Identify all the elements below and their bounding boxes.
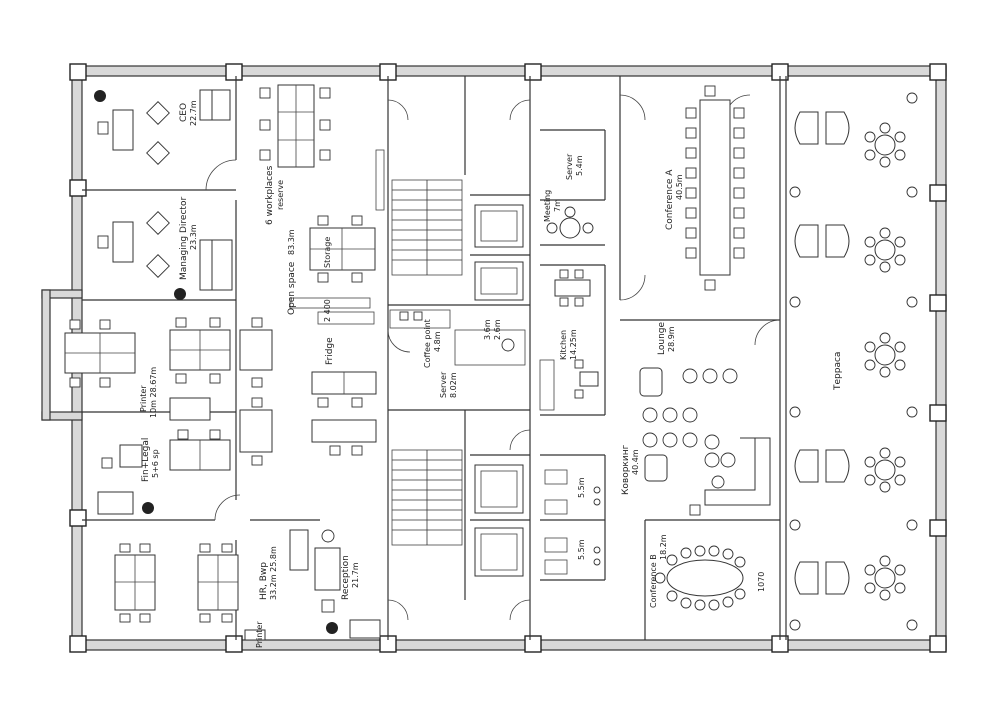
kitchen-furniture: [539, 269, 599, 411]
label-md-area: 23.3m: [189, 224, 198, 250]
printer-cluster: [64, 317, 273, 466]
label-lounge: Lounge: [657, 322, 667, 355]
label-coffee-point-area: 4.8m: [433, 331, 442, 352]
label-server-top-area: 5.4m: [575, 155, 584, 176]
storage-cluster: [289, 149, 385, 309]
meeting-furniture: [546, 206, 594, 239]
workplaces-cluster: [259, 84, 331, 168]
label-meeting: Meeting: [543, 190, 552, 222]
label-ceo-name: CEO: [179, 103, 189, 122]
label-kitchen: Kitchen: [559, 330, 568, 360]
hr-furniture: [114, 543, 266, 641]
label-terrace: Терраса: [833, 352, 843, 391]
label-conference-b: Conference B: [649, 554, 658, 608]
room-labels: CEO 22.7m Managing Director 23.3m 6 work…: [139, 100, 843, 648]
lounge-furniture: [639, 367, 771, 516]
interior-walls: [82, 76, 787, 640]
coffee-point: [389, 309, 526, 366]
elevators: [474, 204, 524, 577]
label-md-name: Managing Director: [179, 197, 189, 280]
ceo-furniture: [94, 89, 231, 165]
label-hr: HR, Bwp: [259, 562, 269, 600]
md-furniture: [97, 211, 233, 300]
label-legal: Fin+Legal: [141, 438, 151, 482]
label-printer-top-area: 10m 28.67m: [149, 367, 158, 418]
label-kitchen-area: 14.25m: [569, 329, 578, 360]
doors: [205, 94, 781, 621]
fridge-cluster: [311, 311, 377, 456]
reception-furniture: [289, 529, 381, 639]
terrace-furniture: [789, 92, 918, 631]
label-coffee-point: Coffee point: [423, 319, 432, 368]
label-server-top: Server: [565, 153, 574, 180]
label-server-mid-area: 8.02m: [449, 372, 458, 398]
label-conference-a: Conference A: [665, 169, 675, 230]
label-fridge: Fridge: [325, 337, 335, 365]
conference-b-table: [654, 545, 746, 611]
label-ceo-area: 22.7m: [189, 100, 198, 126]
label-reception: Reception: [341, 555, 351, 600]
label-coworking: Коворкинг: [621, 444, 631, 495]
label-coworking-area: 40.4m: [631, 449, 640, 475]
label-open-space-area: 83.3m: [287, 229, 296, 255]
label-reception-area: 21.7m: [351, 562, 360, 588]
wc-fixtures: [544, 469, 601, 575]
label-conference-b-area: 18.2m: [659, 534, 668, 560]
label-conference-a-area: 40.5m: [675, 174, 684, 200]
label-open-space: Open space: [287, 261, 297, 315]
label-lounge-area: 28.9m: [667, 326, 676, 352]
label-dimension: 2 400: [323, 299, 332, 322]
conference-a-table: [685, 85, 745, 291]
label-server-mid: Server: [439, 371, 448, 398]
label-workplaces-note: reserve: [276, 180, 285, 210]
label-printer-top: Printer: [139, 385, 148, 412]
label-storage: Storage: [323, 237, 332, 268]
label-wc-top: 5.5m: [577, 477, 586, 498]
label-small-26: 2.6m: [493, 319, 502, 340]
label-legal-area: 5+6 sp: [151, 449, 160, 478]
label-hr-area: 33.2m 25.8m: [269, 546, 278, 600]
stair-bottom: [391, 449, 463, 546]
stair-top: [391, 179, 463, 276]
legal-furniture: [97, 429, 231, 515]
label-meeting-area: 7m: [553, 199, 562, 212]
label-printer-bottom: Printer: [255, 621, 264, 648]
label-dim-1070: 1070: [757, 572, 766, 592]
label-small-36: 3.6m: [483, 319, 492, 340]
label-wc-bottom: 5.5m: [577, 539, 586, 560]
label-workplaces: 6 workplaces: [265, 165, 275, 225]
